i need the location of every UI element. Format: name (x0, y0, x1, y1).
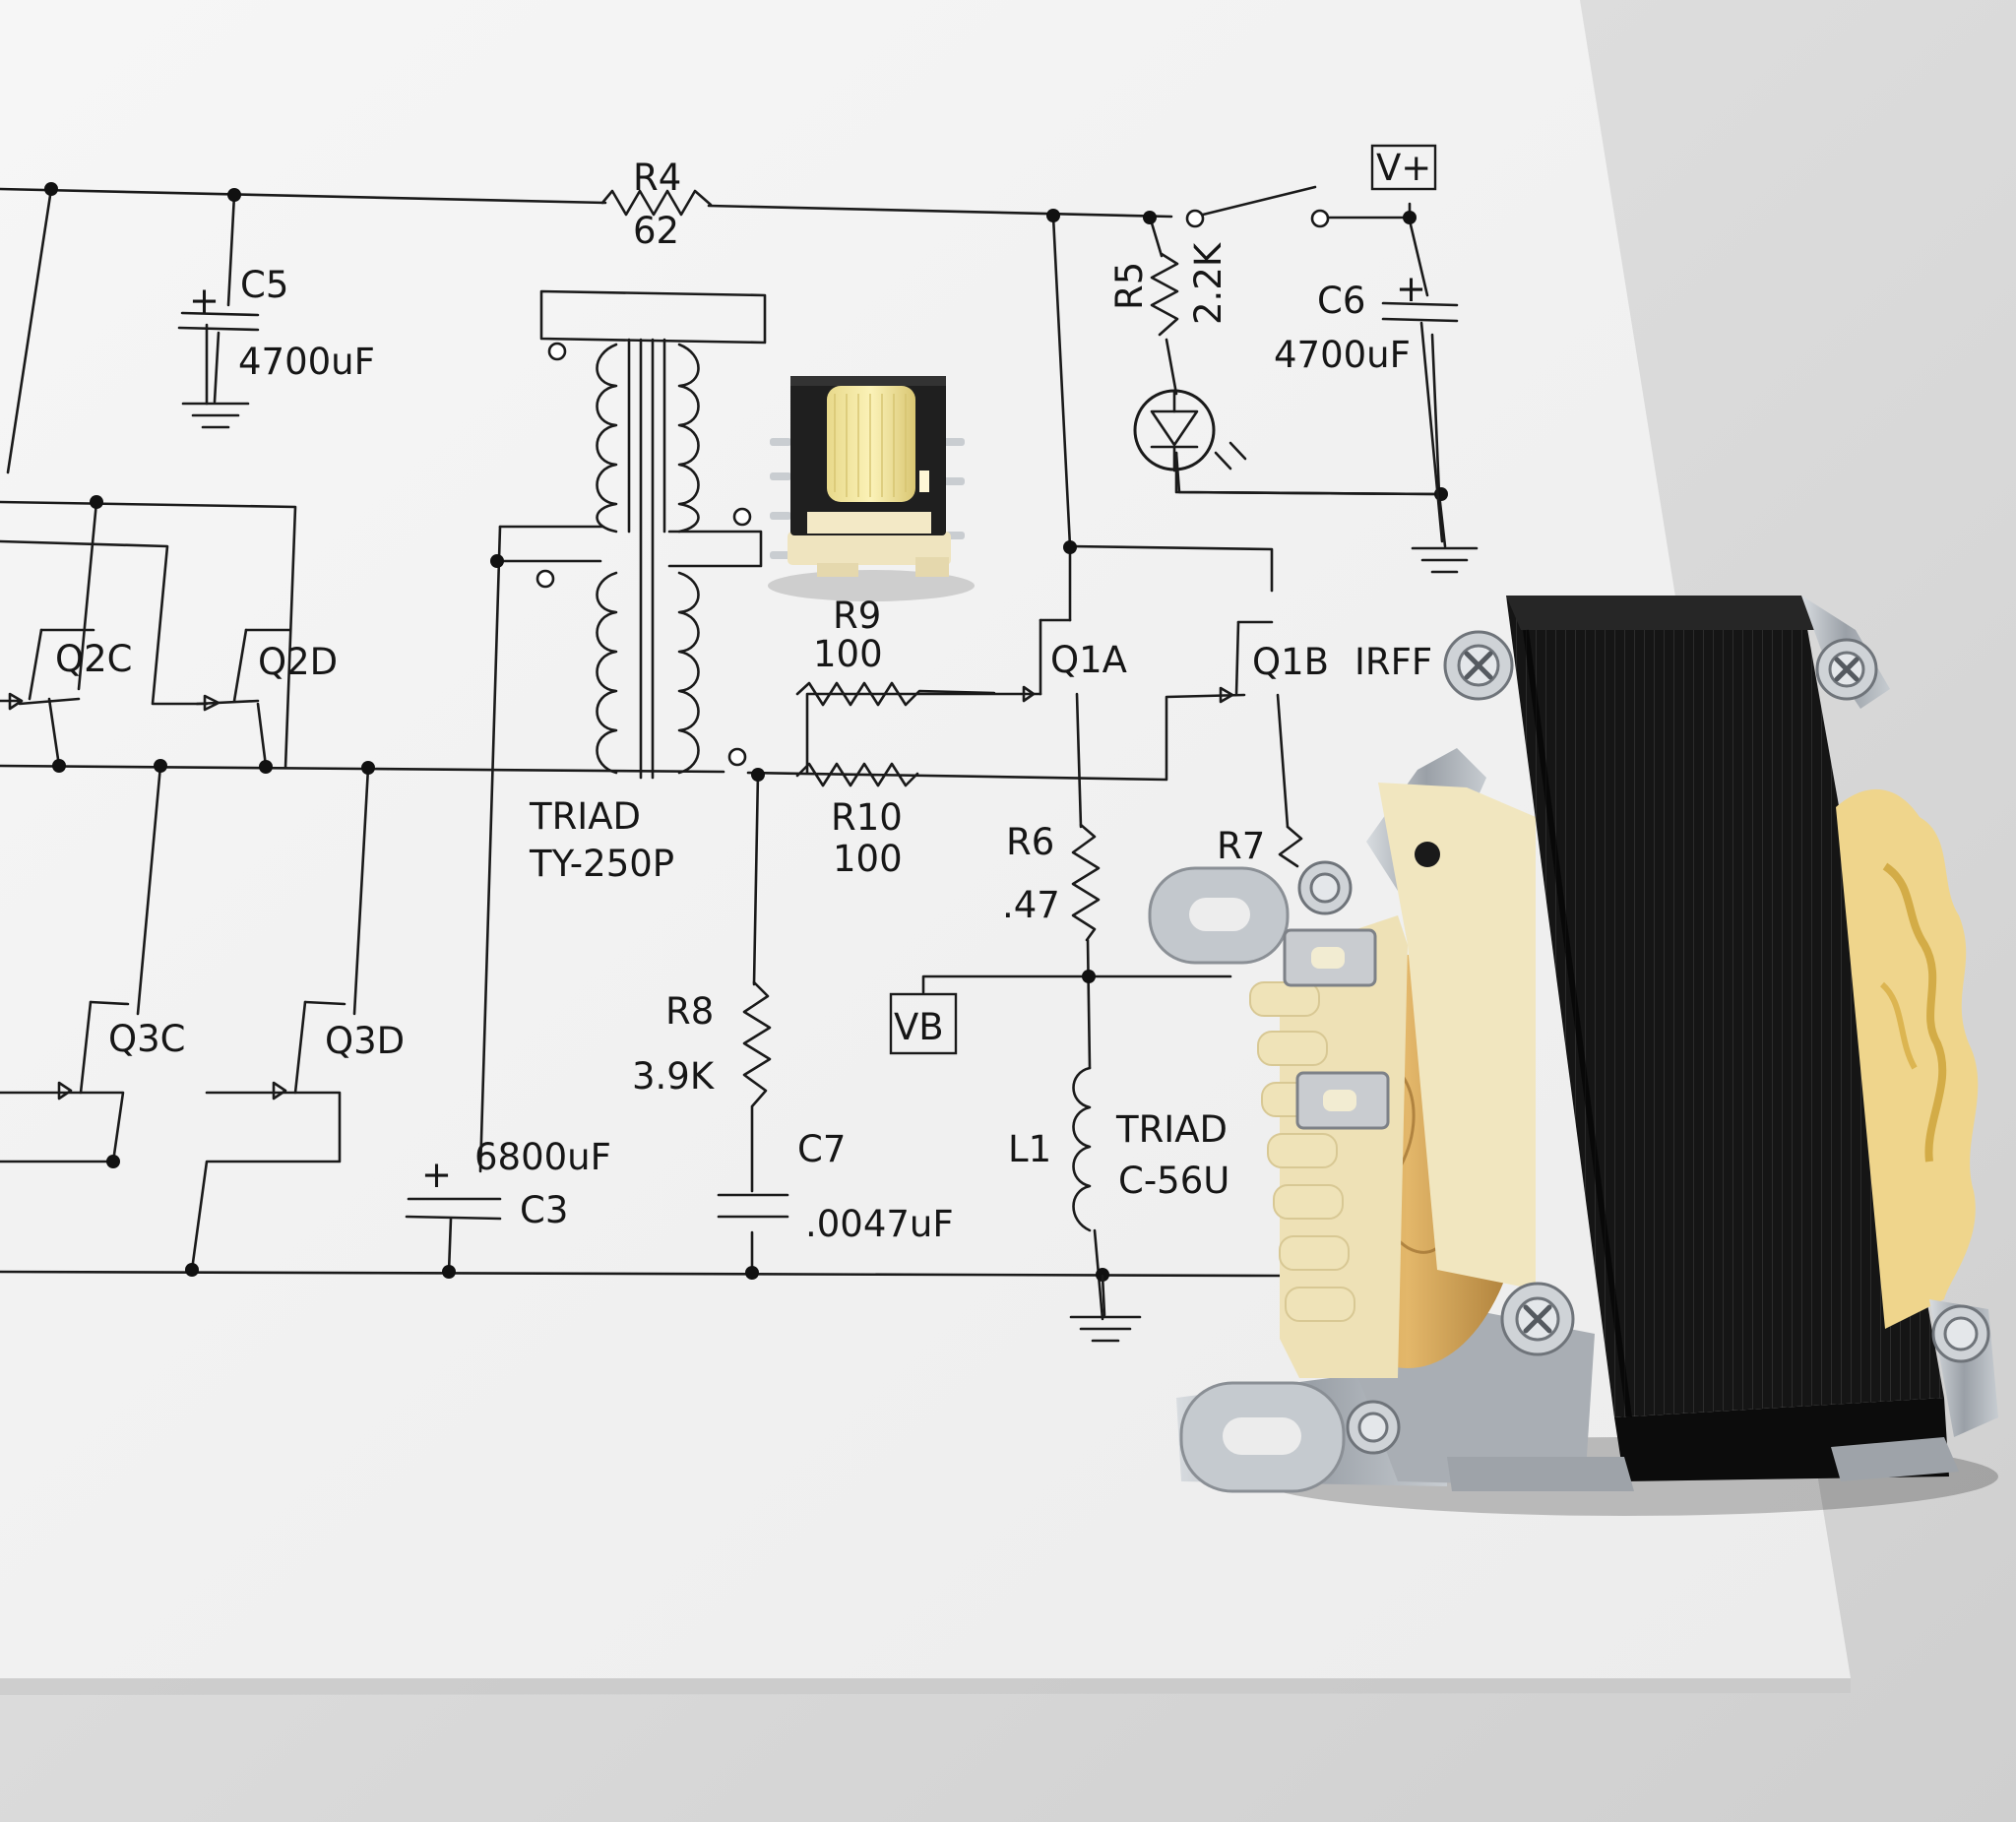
r5-value: 2.2K (1187, 241, 1229, 325)
r10-ref: R10 (831, 796, 903, 839)
mosfet-symbols (0, 618, 1274, 1100)
l1-ref: L1 (1008, 1128, 1051, 1170)
main-ground (1069, 1274, 1142, 1343)
q2d-label: Q2D (258, 641, 338, 683)
q3d-symbol (272, 1000, 307, 1100)
r9-value: 100 (813, 633, 883, 675)
r8-ref: R8 (665, 990, 714, 1033)
ty250p-windings (596, 338, 700, 780)
q2c-symbol (0, 628, 81, 711)
vb-box (889, 992, 958, 1055)
ground-symbols (181, 321, 1479, 1343)
c5-plate-top (180, 311, 260, 317)
c3-value: 6800uF (474, 1136, 611, 1178)
q1b-symbol (1219, 620, 1240, 704)
irf-label: IRFF (1354, 641, 1432, 683)
vplus-label: V+ (1376, 147, 1431, 189)
c6-plus: + (1396, 268, 1426, 310)
r5-zigzag (1150, 252, 1179, 337)
q3c-label: Q3C (108, 1018, 186, 1060)
c5-plus: + (189, 280, 220, 322)
c6-ref: C6 (1317, 280, 1365, 322)
q1b-label: Q1B (1252, 641, 1329, 683)
c6-value: 4700uF (1274, 334, 1411, 376)
r4-ref: R4 (633, 157, 681, 199)
capacitor-plates (177, 301, 1459, 1221)
terminal-rings (536, 209, 1330, 767)
large-transformer (1148, 596, 1998, 1516)
small-transformer (768, 376, 975, 601)
led-symbol (1133, 389, 1247, 472)
c6-plate-top (1381, 301, 1459, 307)
r4-zigzag (600, 189, 713, 217)
r8-zigzag (742, 980, 772, 1108)
r9-zigzag (795, 681, 996, 707)
r6-value: .47 (1002, 884, 1060, 926)
c5-ref: C5 (240, 264, 288, 306)
r5-ref: R5 (1108, 262, 1151, 310)
c3-plus: + (421, 1154, 452, 1196)
c6-plate-bottom (1381, 317, 1459, 323)
r6-zigzag (1071, 823, 1101, 942)
r10-value: 100 (833, 838, 903, 880)
resistor-zigzags (600, 189, 1303, 1108)
junction-dots (44, 182, 1448, 1282)
r4-value: 62 (633, 210, 679, 252)
paper-edge-shadow (0, 1678, 1851, 1695)
primary-lower (596, 571, 618, 775)
transformer-model: TY-250P (529, 843, 674, 885)
switch-lever (1201, 185, 1317, 217)
l1-make: TRIAD (1115, 1108, 1228, 1151)
q2c-label: Q2C (55, 638, 133, 680)
vb-label: VB (894, 1006, 944, 1048)
secondary-lower (677, 571, 700, 775)
c7-value: .0047uF (805, 1203, 954, 1245)
r9-ref: R9 (833, 595, 881, 637)
secondary-upper (677, 343, 700, 534)
schematic-labels: R4 62 C5 + 4700uF R5 2.2K V+ C6 + 4700uF… (55, 147, 1432, 1245)
q2d-symbol (195, 628, 260, 712)
l1-inductor (1072, 1066, 1092, 1232)
c5-ground (181, 331, 250, 429)
vplus-box (1370, 144, 1437, 191)
r7-ref: R7 (1217, 825, 1265, 867)
l1-model: C-56U (1118, 1160, 1229, 1202)
transformer-make: TRIAD (529, 795, 641, 838)
r6-ref: R6 (1006, 821, 1054, 863)
c3-ref: C3 (520, 1189, 568, 1231)
c5-value: 4700uF (238, 341, 375, 383)
q1a-label: Q1A (1050, 639, 1127, 681)
q3d-label: Q3D (325, 1020, 405, 1062)
q1a-symbol (1022, 618, 1042, 703)
c5-plate-bottom (177, 326, 260, 332)
c6-ground (1411, 321, 1479, 574)
c7-ref: C7 (797, 1128, 846, 1170)
primary-upper (596, 343, 618, 534)
r10-zigzag (795, 762, 919, 787)
q3c-symbol (57, 1000, 93, 1100)
c3-plate-bottom (405, 1215, 502, 1221)
r7-zigzag (1278, 825, 1303, 868)
r8-value: 3.9K (632, 1055, 716, 1098)
schematic-wires (0, 187, 1447, 1321)
